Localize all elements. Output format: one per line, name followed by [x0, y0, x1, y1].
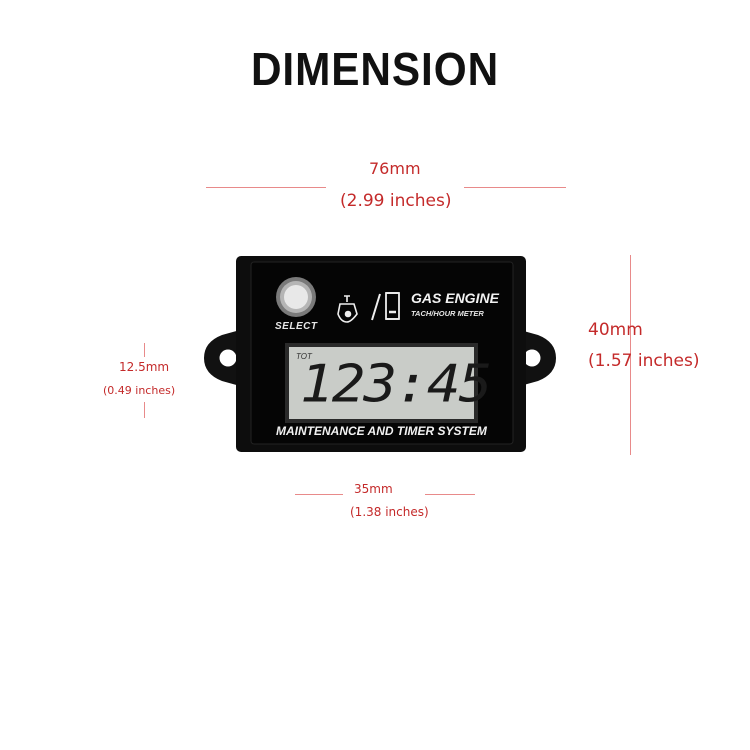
height-dimension-line	[630, 255, 631, 455]
hole-dimension-line-top	[144, 343, 145, 357]
device-footer-label: MAINTENANCE AND TIMER SYSTEM	[276, 424, 487, 438]
hourglass-icon	[385, 292, 400, 320]
display-dimension-line-right	[425, 494, 475, 495]
product-subtitle: TACH/HOUR METER	[411, 309, 484, 318]
width-inches: (2.99 inches)	[340, 191, 452, 211]
width-dimension-line-right	[464, 187, 566, 188]
left-mounting-hole	[219, 349, 237, 367]
display-width-value: 35mm	[354, 482, 393, 496]
height-value: 40mm	[588, 320, 643, 340]
engine-oil-icon	[337, 295, 358, 323]
right-mounting-hole	[523, 349, 541, 367]
display-dimension-line-left	[295, 494, 343, 495]
width-value: 76mm	[369, 159, 421, 178]
divider-slash	[371, 293, 381, 321]
lcd-readout: 123:45	[300, 354, 492, 415]
height-inches: (1.57 inches)	[588, 351, 700, 371]
select-label: SELECT	[275, 321, 318, 332]
hole-spacing-inches: (0.49 inches)	[103, 384, 176, 397]
lcd-screen	[289, 347, 474, 419]
display-width-inches: (1.38 inches)	[350, 505, 429, 519]
page-title: DIMENSION	[250, 43, 500, 95]
brand-label: GAS ENGINE	[411, 290, 499, 306]
hole-spacing-value: 12.5mm	[119, 360, 170, 374]
hole-dimension-line-bottom	[144, 402, 145, 418]
width-dimension-line-left	[206, 187, 326, 188]
lcd-tot-indicator: TOT	[296, 352, 312, 361]
